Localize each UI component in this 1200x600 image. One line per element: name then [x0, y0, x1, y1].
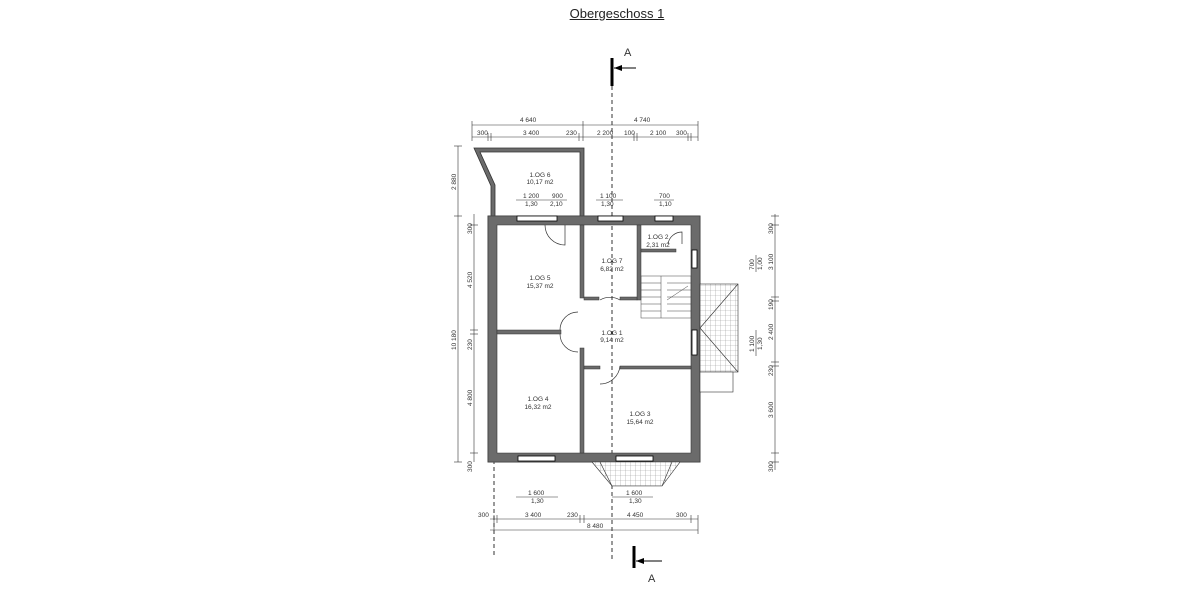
dimension-left	[454, 145, 478, 463]
svg-text:300: 300	[676, 512, 687, 519]
svg-text:8 480: 8 480	[587, 523, 604, 530]
svg-text:2 100: 2 100	[650, 130, 667, 137]
dimension-right-text: 300 3 100 190 2 400 230 3 600 300 700 1,…	[749, 223, 775, 472]
exterior-walls	[487, 215, 701, 463]
balcony-og6	[473, 147, 585, 219]
room-og6-name: 1.OG 6	[530, 172, 551, 179]
dimension-top-text: 4 640 4 740 300 3 400 230 2 200 100 2 10…	[477, 117, 687, 137]
svg-text:700: 700	[749, 259, 756, 270]
svg-text:300: 300	[676, 130, 687, 137]
svg-text:1 600: 1 600	[626, 490, 643, 497]
dimension-top	[471, 121, 699, 141]
svg-text:10 180: 10 180	[451, 330, 458, 350]
svg-text:230: 230	[467, 339, 474, 350]
room-og2-name: 1.OG 2	[648, 234, 669, 241]
windows	[516, 215, 698, 462]
dimension-bottom-text: 1 600 1,30 1 600 1,30 300 3 400 230 4 45…	[478, 490, 687, 530]
room-og3-area: 15,64 m2	[626, 419, 653, 426]
svg-text:300: 300	[467, 223, 474, 234]
svg-text:2 880: 2 880	[451, 173, 458, 190]
room-og1-name: 1.OG 1	[602, 330, 623, 337]
svg-text:300: 300	[477, 130, 488, 137]
svg-text:4 520: 4 520	[467, 271, 474, 288]
svg-text:1,30: 1,30	[757, 337, 764, 350]
drawing-title: Obergeschoss 1	[569, 6, 665, 21]
room-og3-name: 1.OG 3	[630, 411, 651, 418]
svg-text:900: 900	[552, 193, 563, 200]
room-og7-area: 6,82 m2	[600, 266, 624, 273]
svg-text:2 200: 2 200	[597, 130, 614, 137]
svg-text:1,30: 1,30	[629, 498, 642, 505]
svg-text:300: 300	[467, 461, 474, 472]
dimension-left-text: 2 880 10 180 300 4 520 230 4 800 300	[451, 173, 474, 472]
svg-text:1 600: 1 600	[528, 490, 545, 497]
roof-right	[699, 283, 739, 393]
svg-text:100: 100	[624, 130, 635, 137]
svg-text:3 400: 3 400	[525, 512, 542, 519]
dimension-bottom	[490, 496, 699, 534]
section-label-top: A	[624, 47, 632, 59]
dimension-right	[755, 214, 779, 470]
room-og6-area: 10,17 m2	[526, 179, 553, 186]
room-og4-name: 1.OG 4	[528, 396, 549, 403]
svg-text:1,30: 1,30	[525, 201, 538, 208]
svg-text:1 200: 1 200	[523, 193, 540, 200]
svg-text:3 600: 3 600	[768, 401, 775, 418]
svg-text:1 100: 1 100	[600, 193, 617, 200]
svg-text:1 100: 1 100	[749, 335, 756, 352]
room-og5-name: 1.OG 5	[530, 275, 551, 282]
svg-text:230: 230	[567, 512, 578, 519]
svg-text:230: 230	[566, 130, 577, 137]
svg-text:4 640: 4 640	[520, 117, 537, 124]
svg-text:1,10: 1,10	[659, 201, 672, 208]
svg-text:2 400: 2 400	[768, 323, 775, 340]
svg-text:3 100: 3 100	[768, 253, 775, 270]
svg-text:2,10: 2,10	[550, 201, 563, 208]
staircase	[640, 275, 692, 319]
room-og2-area: 2,31 m2	[646, 242, 670, 249]
svg-text:300: 300	[768, 223, 775, 234]
svg-text:3 400: 3 400	[523, 130, 540, 137]
svg-text:300: 300	[478, 512, 489, 519]
window-dims-top-text: 1 200 1,30 900 2,10 1 100 1,30 700 1,10	[523, 193, 672, 208]
room-labels: 1.OG 6 10,17 m2 1.OG 5 15,37 m2 1.OG 7 6…	[524, 172, 670, 426]
interior-walls	[496, 224, 692, 454]
doors	[544, 224, 683, 385]
svg-text:230: 230	[768, 365, 775, 376]
room-og1-area: 9,14 m2	[600, 337, 624, 344]
svg-text:4 800: 4 800	[467, 389, 474, 406]
section-label-bottom: A	[648, 573, 656, 585]
svg-text:4 450: 4 450	[627, 512, 644, 519]
room-og7-name: 1.OG 7	[602, 258, 623, 265]
svg-text:1,30: 1,30	[601, 201, 614, 208]
bay-roof-bottom	[591, 461, 681, 487]
room-og4-area: 16,32 m2	[524, 404, 551, 411]
svg-text:190: 190	[768, 299, 775, 310]
svg-text:4 740: 4 740	[634, 117, 651, 124]
svg-text:700: 700	[659, 193, 670, 200]
svg-text:1,00: 1,00	[757, 257, 764, 270]
svg-text:300: 300	[768, 461, 775, 472]
room-og5-area: 15,37 m2	[526, 283, 553, 290]
svg-text:1,30: 1,30	[531, 498, 544, 505]
